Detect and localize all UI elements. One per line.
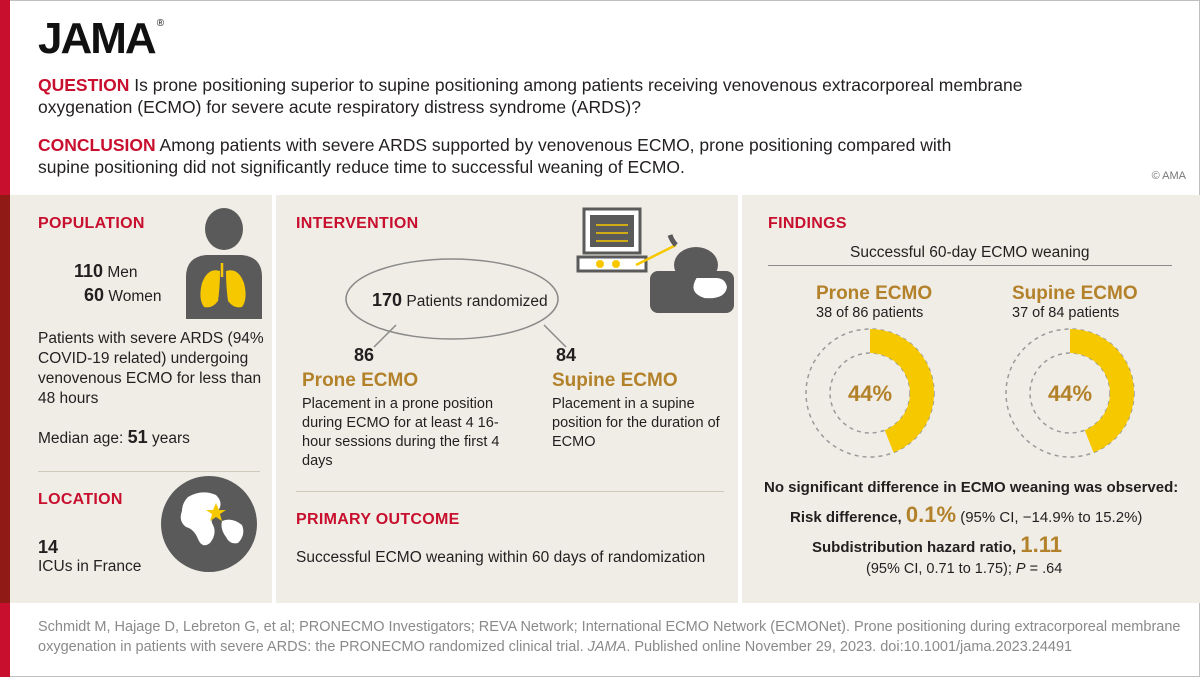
intervention-heading: INTERVENTION [296,215,419,232]
findings-supine-title: Supine ECMO [1012,283,1138,304]
supine-donut-segment [1070,329,1134,453]
population-heading: POPULATION [38,215,145,232]
ecmo-machine-icon [576,207,734,313]
intervention-panel: INTERVENTION 170 Patients randomized 86 … [276,195,738,603]
person-lungs-icon [186,208,262,319]
location-heading: LOCATION [38,491,123,508]
supine-description: Placement in a supine position for the d… [552,396,720,450]
supine-title: Supine ECMO [552,370,678,391]
prone-title: Prone ECMO [302,370,419,391]
randomization-ellipse [345,258,559,340]
location-count: 14 [38,537,59,557]
randomized-patients: 170 Patients randomized [372,290,548,310]
men-count: 110 Men [74,261,138,281]
citation: Schmidt M, Hajage D, Lebreton G, et al; … [38,619,1181,655]
question: QUESTION Is prone positioning superior t… [38,74,1038,118]
conclusion: CONCLUSION Among patients with severe AR… [38,134,998,178]
primary-outcome-text: Successful ECMO weaning within 60 days o… [296,549,706,566]
supine-donut-chart [1005,328,1135,458]
copyright: © AMA [1151,170,1186,182]
risk-difference: Risk difference, 0.1% (95% CI, −14.9% to… [790,502,1143,527]
findings-subtitle-rule [768,265,1172,266]
accent-bar-middle [0,195,10,603]
conclusion-text: Among patients with severe ARDS supporte… [38,135,952,177]
globe-icon [161,476,257,572]
location-label: ICUs in France [38,558,142,575]
prone-donut-chart [805,328,935,458]
primary-outcome-heading: PRIMARY OUTCOME [296,511,460,528]
intervention-divider [296,491,724,492]
findings-heading: FINDINGS [768,215,847,232]
accent-bar-top [0,0,10,195]
median-age: Median age: 51 years [38,427,190,447]
population-panel: POPULATION 110 Men 60 Women Patients wit… [10,195,272,603]
prone-description: Placement in a prone position during ECM… [302,396,500,469]
population-description: Patients with severe ARDS (94% COVID-19 … [38,330,264,407]
supine-percent: 44% [1047,381,1093,406]
findings-prone-title: Prone ECMO [816,283,933,304]
question-text: Is prone positioning superior to supine … [38,75,1023,117]
findings-prone-subtitle: 38 of 86 patients [816,305,924,321]
prone-percent: 44% [847,381,893,406]
women-count: 60 Women [84,285,162,305]
conclusion-label: CONCLUSION [38,135,156,155]
accent-bar-bottom [0,603,10,677]
subdistribution-hazard-ratio: Subdistribution hazard ratio, 1.11 [812,532,1062,557]
supine-count: 84 [556,345,577,365]
jama-logo: JAMA® [38,14,165,63]
question-label: QUESTION [38,75,130,95]
prone-donut-segment [870,329,934,453]
findings-supine-subtitle: 37 of 84 patients [1012,305,1120,321]
prone-count: 86 [354,345,375,365]
findings-subtitle: Successful 60-day ECMO weaning [850,244,1090,261]
population-divider [38,471,260,472]
findings-panel: FINDINGS Successful 60-day ECMO weaning … [742,195,1200,603]
shr-ci: (95% CI, 0.71 to 1.75); P = .64 [866,561,1063,577]
branch-lines [373,324,567,348]
no-difference-statement: No significant difference in ECMO weanin… [764,479,1179,496]
